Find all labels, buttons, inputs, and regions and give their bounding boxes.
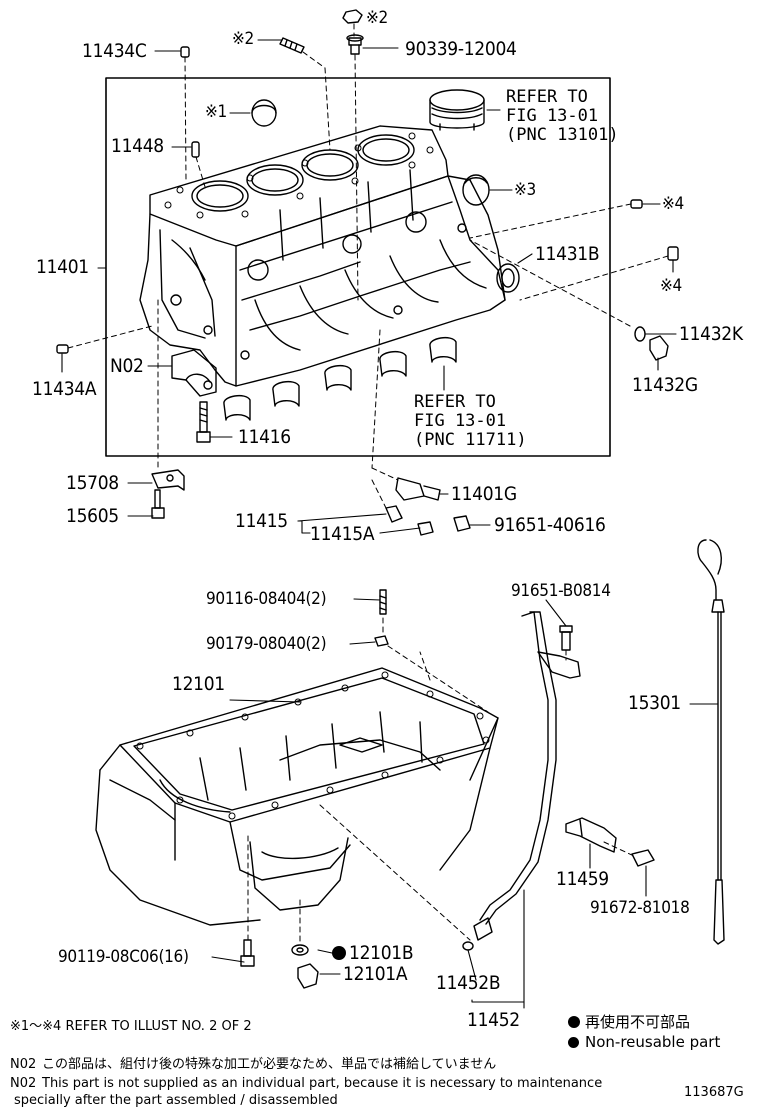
label-mark1: ※1 bbox=[205, 102, 227, 122]
label-11434A[interactable]: 11434A bbox=[32, 378, 97, 400]
legend-jp: 再使用不可部品 bbox=[568, 1015, 690, 1030]
label-11459[interactable]: 11459 bbox=[556, 868, 609, 890]
crank-bearings-drawing bbox=[223, 336, 457, 421]
label-12101[interactable]: 12101 bbox=[172, 673, 225, 695]
guide-bracket-drawing bbox=[565, 817, 655, 867]
label-mark2-nut: ※2 bbox=[366, 8, 388, 28]
refer-fig-13101-line2[interactable]: FIG 13-01 bbox=[506, 106, 599, 126]
pan-bolts-drawing bbox=[240, 939, 319, 989]
refer-fig-13101-line3[interactable]: (PNC 13101) bbox=[506, 125, 619, 145]
oil-nozzle-drawing bbox=[151, 469, 185, 491]
label-90119-08C06[interactable]: 90119-08C06(16) bbox=[58, 947, 189, 967]
cylinder-block-drawing bbox=[139, 125, 506, 387]
label-12101A[interactable]: 12101A bbox=[343, 963, 408, 985]
label-11432K[interactable]: 11432K bbox=[679, 323, 743, 345]
label-91651-40616[interactable]: 91651-40616 bbox=[494, 514, 606, 536]
refer-fig-11711-line1: REFER TO bbox=[414, 392, 496, 412]
n02-note-en-tag: N02 bbox=[10, 1076, 37, 1091]
label-11415A[interactable]: 11415A bbox=[310, 523, 375, 545]
n02-note-en-line2: specially after the part assembled / dis… bbox=[14, 1093, 338, 1108]
nozzle-bolt-drawing bbox=[151, 489, 165, 519]
label-11416[interactable]: 11416 bbox=[238, 426, 291, 448]
dipstick-drawing bbox=[697, 539, 725, 945]
label-12101B[interactable]: 12101B bbox=[349, 942, 414, 964]
refer-fig-11711-line2[interactable]: FIG 13-01 bbox=[414, 411, 507, 431]
stud-nut-drawing bbox=[279, 9, 364, 55]
label-91672-81018[interactable]: 91672-81018 bbox=[590, 898, 690, 918]
label-11448[interactable]: 11448 bbox=[111, 135, 164, 157]
label-mark3: ※3 bbox=[514, 180, 536, 200]
label-11452B[interactable]: 11452B bbox=[436, 972, 501, 994]
label-11431B[interactable]: 11431B bbox=[535, 243, 600, 265]
label-mark4-b: ※4 bbox=[660, 276, 682, 296]
oil-pan-drawing bbox=[95, 667, 499, 926]
dipstick-guide-drawing bbox=[462, 611, 581, 951]
block-frame bbox=[105, 77, 611, 457]
main-bolt-drawing bbox=[196, 401, 211, 443]
leader-lines bbox=[61, 39, 719, 1009]
label-11434C[interactable]: 11434C bbox=[82, 40, 147, 62]
label-mark2-stud: ※2 bbox=[232, 29, 254, 49]
label-15708[interactable]: 15708 bbox=[66, 472, 119, 494]
piston-drawing bbox=[429, 89, 485, 131]
bearing-cap-drawing bbox=[171, 349, 217, 397]
label-15301[interactable]: 15301 bbox=[628, 692, 681, 714]
n02-note-en-line1: This part is not supplied as an individu… bbox=[42, 1076, 603, 1091]
plugs-drawing bbox=[251, 99, 520, 293]
label-15605[interactable]: 15605 bbox=[66, 505, 119, 527]
knock-sensor-drawing bbox=[395, 477, 441, 501]
n02-note-jp: この部品は、組付け後の特殊な加工が必要なため、単品では補給していません bbox=[42, 1057, 497, 1072]
illustration-number: 113687G bbox=[684, 1085, 744, 1100]
pan-stud-drawing bbox=[374, 589, 389, 647]
drain-plug-drawing bbox=[634, 326, 669, 361]
label-11452[interactable]: 11452 bbox=[467, 1009, 520, 1031]
legend-dot-icon bbox=[568, 1037, 579, 1048]
refer-fig-13101-line1: REFER TO bbox=[506, 87, 588, 107]
n02-note-jp-tag: N02 bbox=[10, 1057, 37, 1072]
fittings-drawing bbox=[385, 505, 471, 536]
label-N02[interactable]: N02 bbox=[110, 355, 144, 377]
refer-fig-11711-line3[interactable]: (PNC 11711) bbox=[414, 430, 527, 450]
label-90116-08404[interactable]: 90116-08404(2) bbox=[206, 589, 327, 609]
label-91651-B0814[interactable]: 91651-B0814 bbox=[511, 581, 611, 601]
legend-en-text: Non-reusable part bbox=[585, 1033, 721, 1051]
dashed-connectors bbox=[67, 23, 669, 945]
label-mark4-a: ※4 bbox=[662, 194, 684, 214]
label-90339-12004[interactable]: 90339-12004 bbox=[405, 38, 517, 60]
label-11401[interactable]: 11401 bbox=[36, 256, 89, 278]
label-11415[interactable]: 11415 bbox=[235, 510, 288, 532]
legend-en: Non-reusable part bbox=[568, 1035, 720, 1050]
refer-illust-note: ※1～※4 REFER TO ILLUST NO. 2 OF 2 bbox=[10, 1019, 252, 1034]
label-90179-08040[interactable]: 90179-08040(2) bbox=[206, 634, 327, 654]
non-reusable-markers bbox=[332, 946, 580, 1028]
legend-jp-text: 再使用不可部品 bbox=[585, 1013, 691, 1031]
label-11432G[interactable]: 11432G bbox=[632, 374, 698, 396]
label-11401G[interactable]: 11401G bbox=[451, 483, 517, 505]
